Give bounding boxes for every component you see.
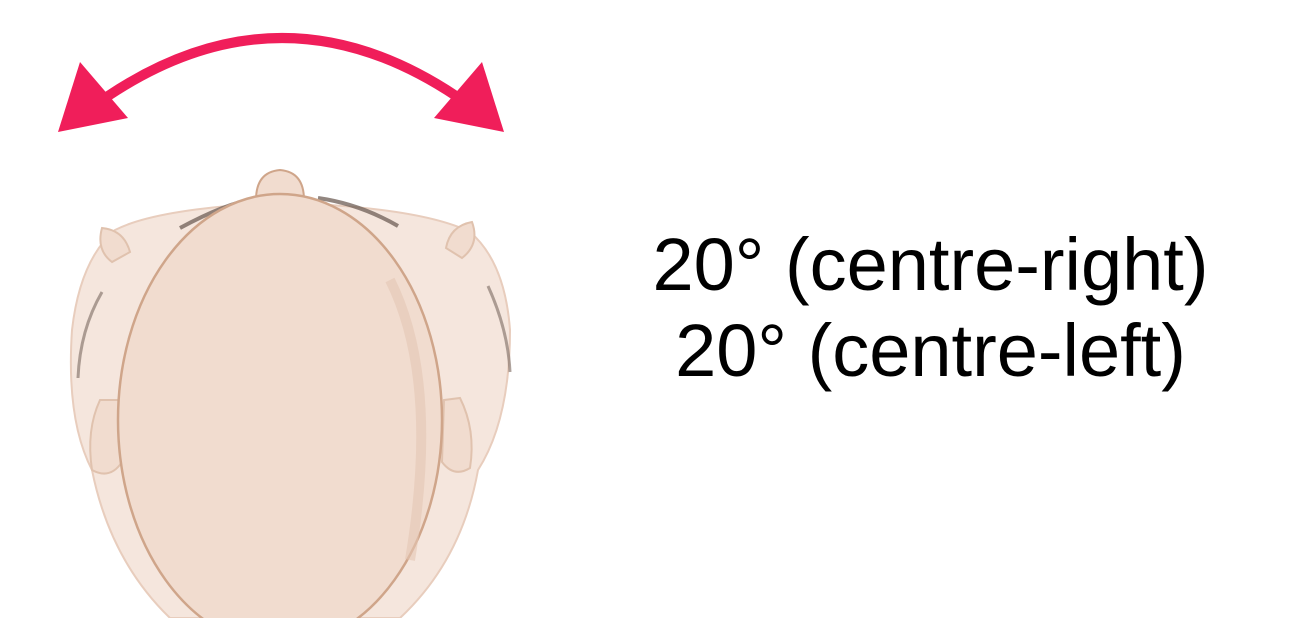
head-rotation-illustration — [0, 0, 560, 618]
centre-right-label: 20° (centre-right) — [560, 222, 1301, 308]
rotation-arrow-icon — [58, 38, 504, 132]
rotation-labels: 20° (centre-right) 20° (centre-left) — [560, 222, 1301, 394]
head-top-view-icon — [71, 170, 510, 618]
centre-left-label: 20° (centre-left) — [560, 308, 1301, 394]
